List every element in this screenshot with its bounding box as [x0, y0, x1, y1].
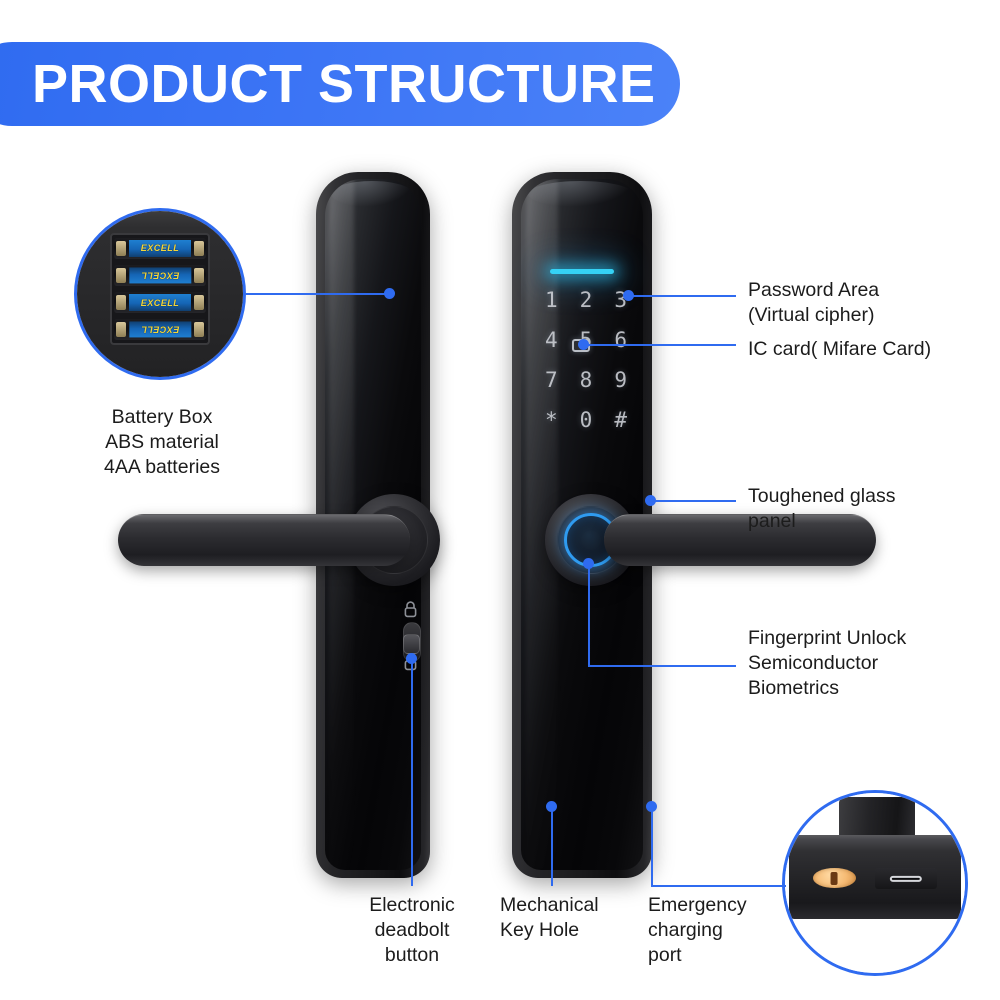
connector-fingerprint-horizontal [588, 665, 736, 667]
keypad[interactable]: 1 2 3 4 5 6 7 8 9 * 0 # [534, 288, 638, 432]
key-4[interactable]: 4 [545, 328, 558, 352]
key-0[interactable]: 0 [579, 408, 593, 432]
connector-dot-toughened-glass [645, 495, 656, 506]
lock-bottom-edge [785, 793, 965, 973]
battery-brand: EXCELL [140, 270, 180, 281]
battery-box-inset: EXCELL EXCELL EXCELL [74, 208, 246, 380]
battery-terminal [193, 295, 204, 311]
key-2[interactable]: 2 [579, 288, 593, 312]
battery-brand: EXCELL [140, 324, 180, 335]
connector-dot-fingerprint [583, 558, 594, 569]
connector-dot-charging [646, 801, 657, 812]
battery-cell: EXCELL [114, 264, 206, 287]
charging-port-recess [875, 868, 938, 889]
battery-compartment: EXCELL EXCELL EXCELL [77, 211, 243, 377]
battery-label: EXCELL [128, 294, 192, 311]
battery-brand: EXCELL [140, 297, 180, 308]
page-title-banner: PRODUCT STRUCTURE [0, 42, 680, 126]
label-battery-box: Battery Box ABS material 4AA batteries [104, 406, 220, 478]
battery-terminal [116, 322, 127, 338]
rear-door-handle[interactable] [118, 514, 410, 566]
panel-sheen [528, 181, 634, 207]
label-fingerprint-unlock: Fingerprint Unlock Semiconductor Biometr… [748, 627, 907, 699]
page-title: PRODUCT STRUCTURE [32, 54, 656, 114]
battery-cell: EXCELL [114, 318, 206, 341]
connector-password-area [628, 295, 736, 297]
battery-label: EXCELL [128, 321, 192, 338]
usb-c-port[interactable] [889, 875, 923, 882]
battery-terminal [193, 267, 204, 284]
connector-battery-box [246, 293, 390, 295]
front-door-handle[interactable] [604, 514, 876, 566]
connector-fingerprint-vertical [588, 563, 590, 666]
closed-padlock-icon [404, 601, 417, 618]
battery-terminal [116, 295, 127, 311]
label-password-area: Password Area (Virtual cipher) [748, 279, 880, 326]
label-emergency-charging: Emergency charging port [648, 894, 747, 966]
lock-bottom-face [788, 839, 962, 919]
connector-deadbolt-vertical [411, 658, 413, 886]
label-ic-card: IC card( Mifare Card) [748, 338, 932, 360]
label-mechanical-key-hole: Mechanical Key Hole [500, 894, 599, 941]
key-8[interactable]: 8 [579, 368, 593, 392]
battery-cell: EXCELL [114, 237, 206, 260]
battery-cell: EXCELL [114, 291, 206, 314]
keypad-indicator-bar [550, 269, 614, 274]
label-toughened-glass: Toughened glass panel [748, 485, 896, 532]
connector-dot-keyhole [546, 801, 557, 812]
key-6[interactable]: 6 [614, 328, 627, 352]
key-slot [830, 871, 838, 885]
battery-brand: EXCELL [140, 243, 180, 254]
connector-keyhole-vertical [551, 806, 553, 886]
key-star[interactable]: * [545, 408, 558, 432]
key-1[interactable]: 1 [545, 288, 558, 312]
panel-sheen [330, 181, 414, 207]
connector-dot-password-area [623, 290, 634, 301]
connector-dot-battery-box [384, 288, 395, 299]
battery-terminal [193, 322, 204, 338]
key-7[interactable]: 7 [545, 368, 558, 392]
keyhole-charging-port-inset [782, 790, 968, 976]
connector-ic-card [584, 344, 736, 346]
key-9[interactable]: 9 [614, 368, 627, 392]
battery-label: EXCELL [128, 267, 192, 284]
label-electronic-deadbolt: Electronic deadbolt button [369, 894, 455, 966]
battery-label: EXCELL [128, 240, 192, 257]
connector-dot-deadbolt [406, 653, 417, 664]
battery-cavity: EXCELL EXCELL EXCELL [110, 232, 210, 346]
deadbolt-slider-knob[interactable] [403, 634, 420, 654]
mechanical-key-hole[interactable] [812, 868, 856, 889]
key-hash[interactable]: # [614, 408, 627, 432]
connector-charging-horizontal [651, 885, 786, 887]
connector-charging-vertical [651, 806, 653, 886]
battery-terminal [193, 240, 204, 256]
battery-terminal [116, 240, 127, 256]
battery-terminal [116, 267, 127, 284]
connector-toughened-glass [650, 500, 736, 502]
connector-dot-ic-card [578, 339, 589, 350]
